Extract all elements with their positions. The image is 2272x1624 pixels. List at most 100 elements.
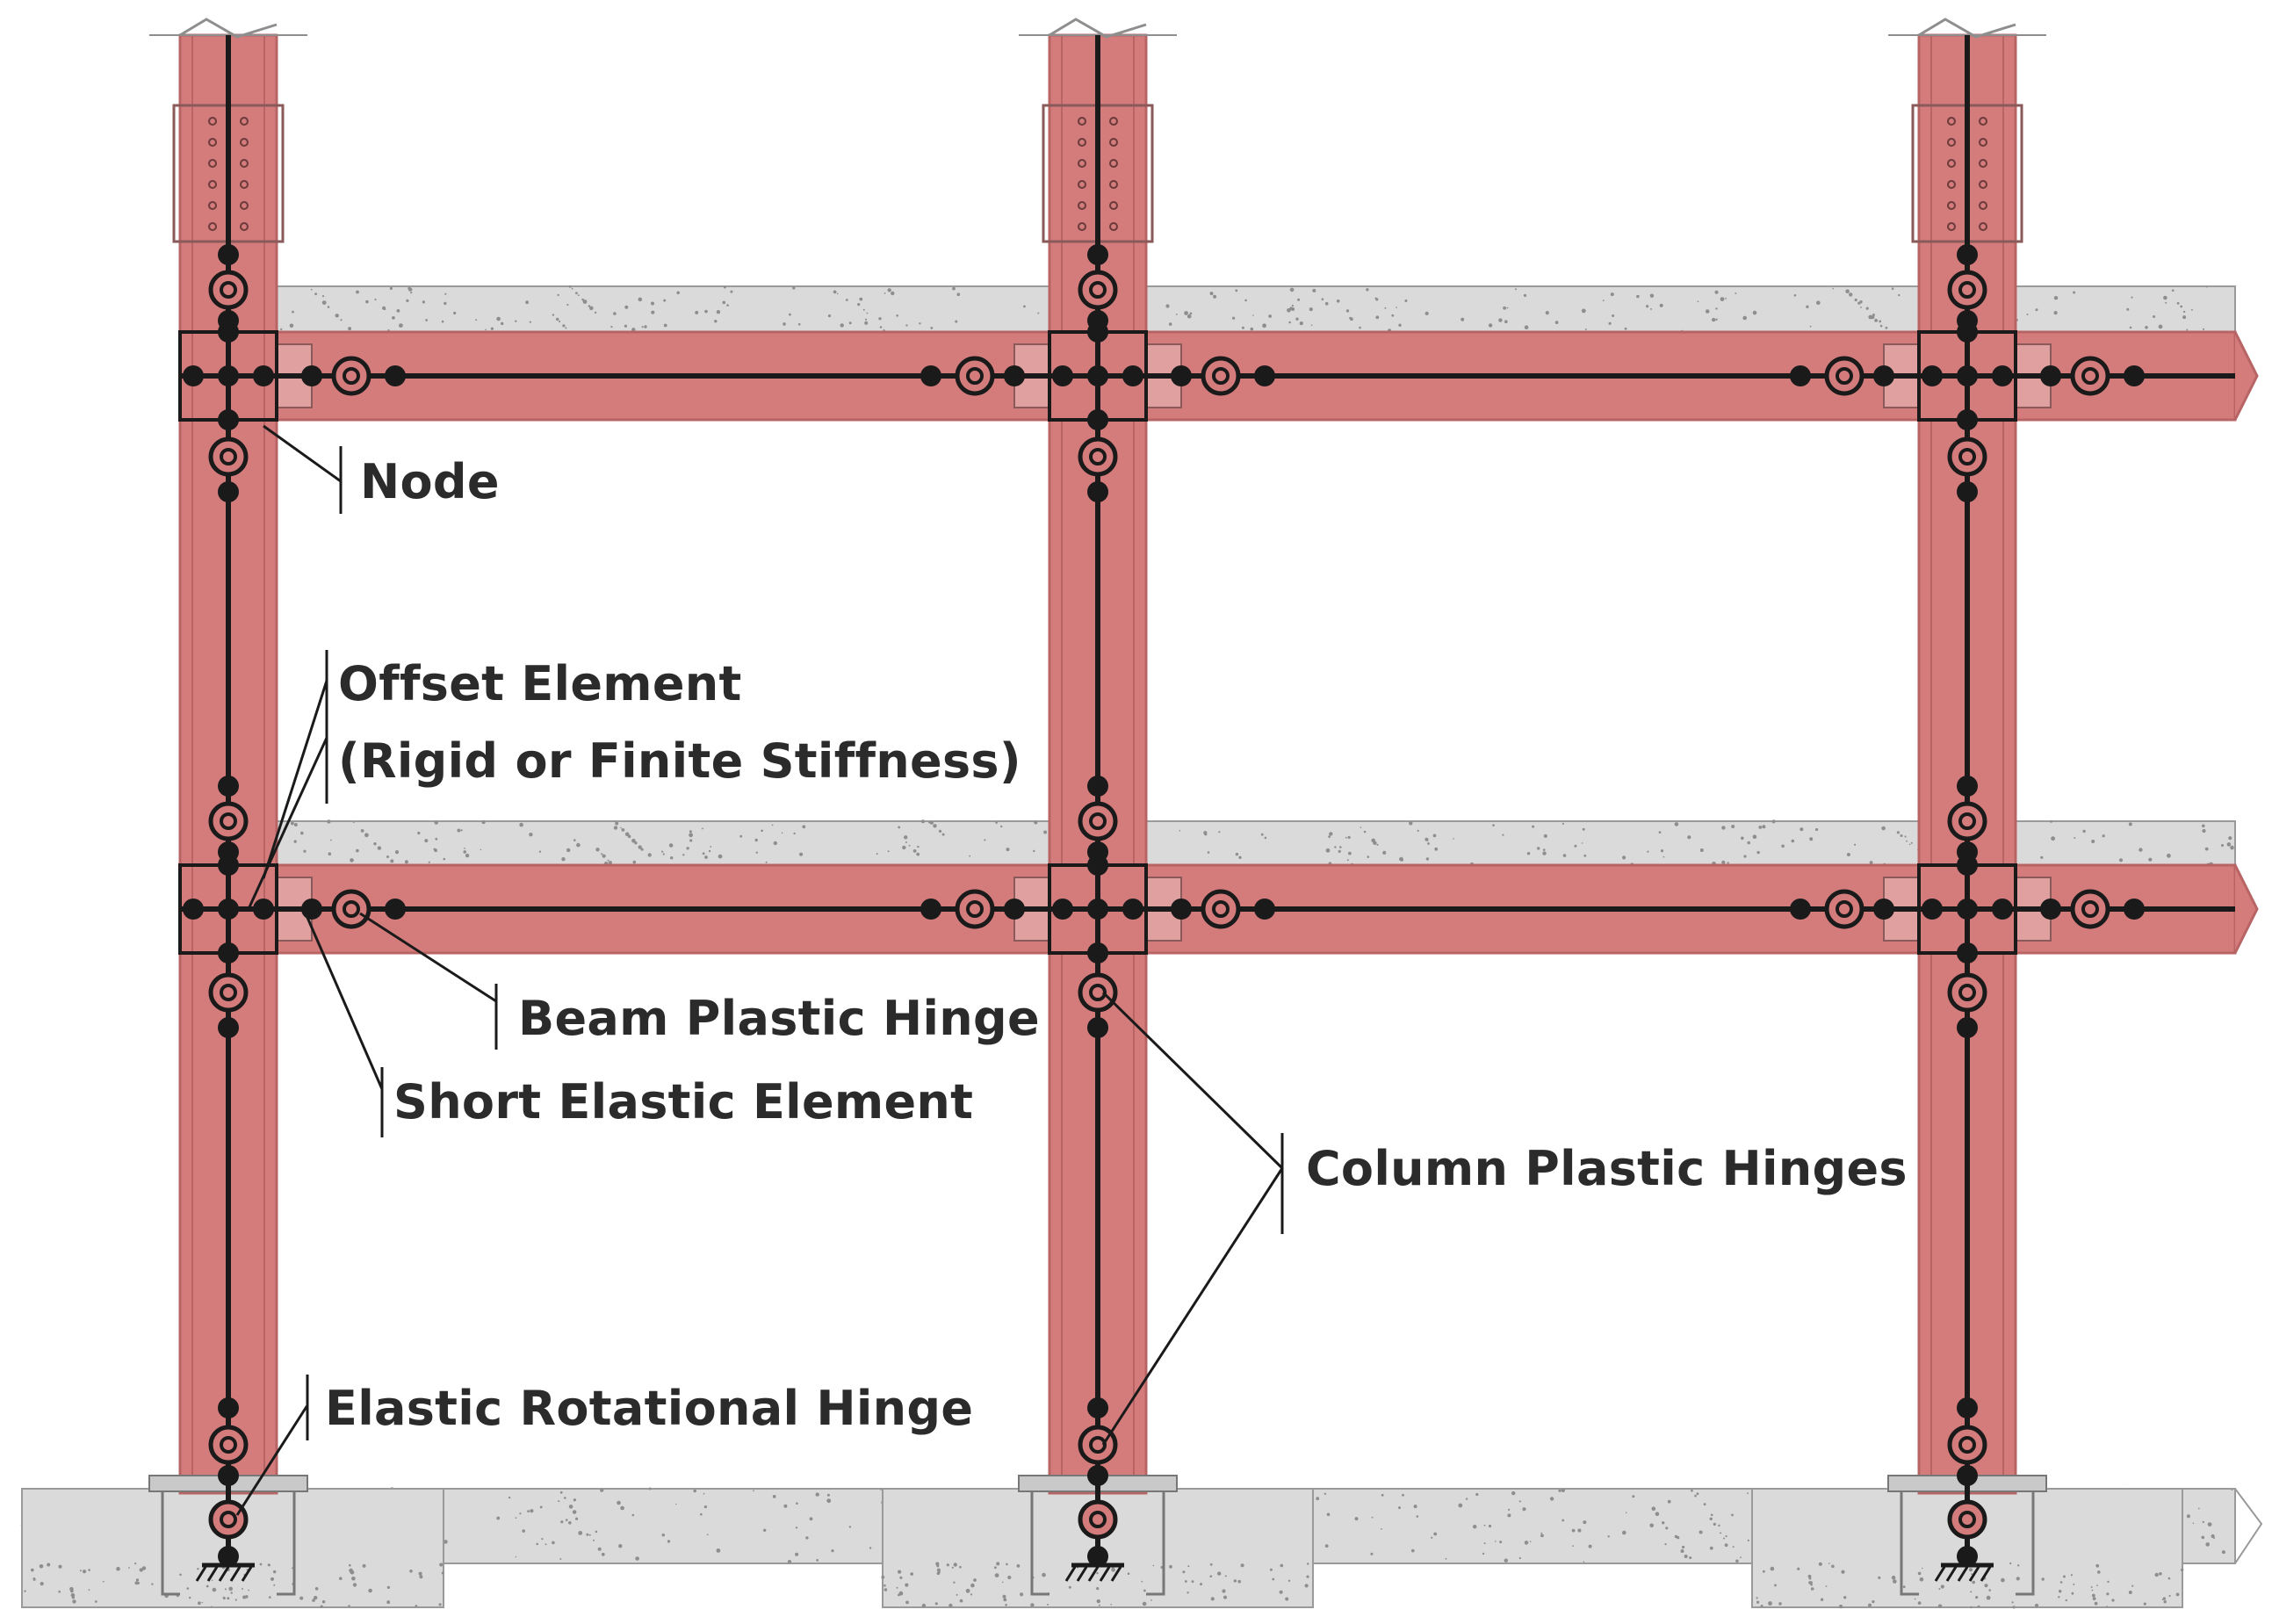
concrete-speckle — [876, 853, 878, 855]
concrete-speckle — [1514, 288, 1517, 291]
concrete-speckle — [1445, 1557, 1447, 1560]
splice-bolt — [1109, 222, 1118, 231]
concrete-speckle — [956, 292, 961, 297]
beam-plastic-hinge-spring — [1212, 900, 1230, 918]
concrete-speckle — [2211, 1534, 2215, 1539]
concrete-speckle — [1917, 1571, 1922, 1576]
concrete-speckle — [1209, 292, 1214, 296]
concrete-speckle — [620, 1505, 624, 1511]
concrete-speckle — [529, 833, 533, 837]
concrete-speckle — [515, 1517, 517, 1519]
concrete-speckle — [714, 320, 718, 323]
concrete-speckle — [1427, 842, 1430, 845]
node-label: Node — [360, 454, 500, 509]
concrete-speckle — [1718, 1524, 1720, 1527]
concrete-speckle — [501, 321, 504, 326]
concrete-speckle — [1175, 314, 1178, 315]
splice-bolt — [1078, 159, 1086, 168]
concrete-speckle — [1655, 1512, 1660, 1516]
beam-plastic-hinge-leader — [359, 912, 497, 1003]
concrete-speckle — [805, 1536, 809, 1540]
concrete-speckle — [896, 1586, 898, 1589]
splice-bolt — [1947, 117, 1956, 126]
concrete-speckle — [485, 328, 487, 331]
splice-bolt — [208, 180, 217, 189]
concrete-speckle — [1235, 852, 1239, 856]
concrete-speckle — [663, 299, 667, 302]
concrete-speckle — [661, 850, 664, 853]
node — [1004, 899, 1025, 920]
concrete-speckle — [293, 823, 298, 826]
concrete-speckle — [128, 1567, 130, 1569]
concrete-speckle — [1141, 1580, 1143, 1583]
concrete-speckle — [641, 326, 644, 328]
concrete-speckle — [1499, 1541, 1503, 1544]
splice-bolt — [1947, 222, 1956, 231]
concrete-speckle — [1988, 1589, 1991, 1592]
concrete-speckle — [70, 1589, 74, 1593]
concrete-speckle — [588, 305, 591, 307]
concrete-speckle — [1896, 831, 1900, 834]
concrete-speckle — [441, 320, 444, 323]
concrete-speckle — [1310, 324, 1313, 327]
concrete-speckle — [351, 1577, 356, 1581]
concrete-speckle — [1431, 1536, 1433, 1539]
concrete-speckle — [2205, 285, 2208, 288]
concrete-speckle — [2063, 1575, 2066, 1578]
concrete-speckle — [1705, 309, 1710, 314]
concrete-speckle — [224, 1588, 227, 1591]
concrete-speckle — [948, 1603, 953, 1608]
column-plastic-hinge-spring — [1958, 984, 1976, 1001]
concrete-speckle — [1210, 1597, 1215, 1601]
concrete-speckle — [799, 852, 804, 856]
floor-slab-1 — [276, 285, 2236, 333]
concrete-speckle — [2231, 1489, 2233, 1490]
concrete-speckle — [2016, 1577, 2020, 1581]
concrete-speckle — [1152, 1564, 1155, 1567]
concrete-speckle — [1187, 1565, 1190, 1568]
concrete-speckle — [560, 1520, 564, 1524]
concrete-speckle — [640, 848, 644, 851]
concrete-speckle — [2202, 824, 2205, 828]
concrete-speckle — [1900, 834, 1903, 837]
concrete-speckle — [1540, 1532, 1543, 1534]
concrete-speckle — [908, 844, 911, 847]
concrete-speckle — [392, 316, 395, 320]
concrete-speckle — [2041, 1577, 2045, 1581]
concrete-speckle — [1723, 1537, 1726, 1540]
concrete-speckle — [1793, 294, 1797, 297]
beam-plastic-hinge-spring — [966, 900, 984, 918]
concrete-speckle — [1244, 299, 1247, 302]
node — [1087, 841, 1108, 863]
concrete-speckle — [2096, 1584, 2099, 1586]
concrete-speckle — [689, 839, 693, 842]
concrete-speckle — [689, 830, 692, 834]
concrete-speckle — [2153, 315, 2156, 318]
concrete-speckle — [647, 853, 652, 857]
concrete-speckle — [1674, 822, 1679, 826]
concrete-speckle — [1651, 1506, 1656, 1511]
concrete-speckle — [2161, 1599, 2164, 1600]
concrete-speckle — [71, 1596, 76, 1599]
concrete-speckle — [938, 1570, 941, 1574]
concrete-speckle — [2182, 315, 2187, 320]
column-plastic-hinge-spring — [1089, 1436, 1107, 1454]
concrete-speckle — [444, 301, 447, 306]
concrete-speckle — [921, 1603, 927, 1608]
concrete-speckle — [1328, 835, 1331, 838]
concrete-speckle — [444, 1540, 448, 1544]
concrete-speckle — [1360, 826, 1362, 828]
node — [1957, 1017, 1978, 1038]
concrete-speckle — [384, 308, 386, 311]
concrete-speckle — [2051, 836, 2056, 841]
node — [2124, 899, 2145, 920]
concrete-speckle — [1771, 819, 1776, 824]
concrete-speckle — [1646, 305, 1649, 308]
node — [1957, 1465, 1978, 1486]
concrete-speckle — [2107, 1580, 2110, 1584]
concrete-speckle — [211, 1579, 213, 1582]
concrete-speckle — [2204, 847, 2209, 851]
node — [1254, 899, 1275, 920]
concrete-speckle — [1043, 830, 1048, 834]
concrete-speckle — [1334, 846, 1337, 848]
